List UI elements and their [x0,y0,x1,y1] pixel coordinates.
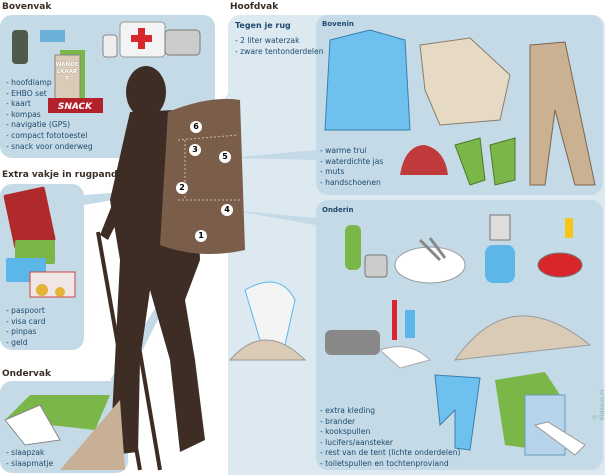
list-item: warme trui [320,146,383,157]
plate-icon [394,246,466,284]
onderin-title: Onderin [322,206,354,214]
list-item: paspoort [6,306,45,317]
bovenin-list: warme trui waterdichte jas muts handscho… [320,146,383,188]
pot-icon [364,254,388,278]
gas-burner-icon [485,245,515,283]
cutlery-icon [418,237,447,262]
list-item: zware tentonderdelen [235,47,323,58]
toothbrush-icon [392,300,397,340]
beanie-icon [400,145,448,175]
pointer-6 [185,55,205,118]
marker-2[interactable]: 2 [179,183,185,192]
bovenvak-list: hoofdlamp EHBO set kaart kompas navigati… [6,78,93,152]
list-item: rest van de tent (lichte onderdelen) [320,448,460,459]
socks-icon [533,421,586,456]
credit: © Kidsaus.nl [592,389,605,420]
glove-left-icon [454,137,486,186]
trousers-icon [529,41,596,186]
ondervak-title: Ondervak [2,369,51,379]
gps-icon [12,30,28,64]
glove-right-icon [489,137,516,186]
frying-pan-icon [537,252,583,278]
camera-icon [164,29,201,56]
list-item: kompas [6,110,93,121]
list-item: kaart [6,99,93,110]
sleeping-mat-icon [60,400,125,470]
markers [176,121,233,242]
onderin-list: extra kleding brander kookspullen lucife… [320,406,461,470]
towel-icon [379,346,431,369]
hoofdvak-title: Hoofdvak [230,2,279,12]
toiletry-bag-icon [325,330,380,355]
toothpaste-icon [405,310,415,338]
passport-icon [3,186,56,249]
list-item: kookspullen [320,427,461,438]
list-item: hoofdlamp [6,78,93,89]
marker-1[interactable]: 1 [198,231,204,240]
rain-jacket-icon [324,29,411,131]
tegen-list: 2 liter waterzak zware tentonderdelen [235,36,324,58]
tent-heavy-icon [228,339,307,361]
list-item: visa card [6,317,45,328]
list-item: navigatie (GPS) [6,120,93,131]
list-item: geld [6,338,45,349]
pointer-4 [230,210,316,225]
list-item: extra kleding [320,406,461,417]
backpack [160,98,245,254]
tent-light-icon [453,315,592,361]
compass-icon [102,34,118,58]
water-bladder-icon [244,281,296,346]
pointer-5 [230,150,316,160]
fleece-sweater-icon [419,37,511,126]
water-bottle-icon [345,225,361,270]
marker-4[interactable]: 4 [224,205,230,214]
list-item: toiletspullen en tochtenproviand [320,459,461,470]
list-item: slaapzak [6,448,53,459]
list-item: brander [320,417,461,428]
money-icon [29,271,76,298]
bovenin-title: Bovenin [322,20,354,28]
marker-5[interactable]: 5 [222,152,228,161]
bovenvak-title: Bovenvak [2,2,52,12]
marker-6[interactable]: 6 [193,122,199,131]
headlamp-icon [40,30,65,42]
list-item: 2 liter waterzak [235,36,324,47]
list-item: lucifers/aansteker [320,438,461,449]
extra-list: paspoort visa card pinpas geld [6,306,45,348]
list-item: slaapmatje [6,459,53,470]
list-item: pinpas [6,327,45,338]
ondervak-list: slaapzak slaapmatje [6,448,53,469]
trekking-poles [96,231,162,471]
list-item: compact fototoestel [6,131,93,142]
lighter-icon [565,218,573,238]
marker-3[interactable]: 3 [192,145,198,154]
list-item: EHBO set [6,89,93,100]
extra-title: Extra vakje in rugpand [2,170,118,180]
list-item: waterdichte jas [320,157,383,168]
list-item: muts [320,167,383,178]
list-item: handschoenen [320,178,383,189]
list-item: snack voor onderweg [6,142,93,153]
tegen-title: Tegen je rug [235,21,291,30]
